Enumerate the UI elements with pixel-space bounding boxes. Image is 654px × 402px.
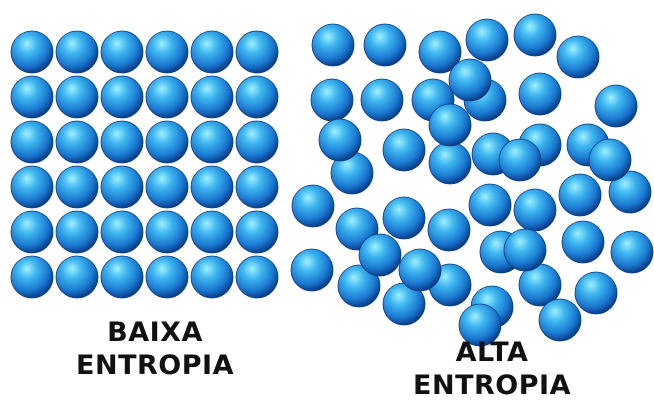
scattered-particle (514, 14, 556, 56)
ordered-particle (146, 31, 188, 73)
scattered-particle (557, 36, 599, 78)
scattered-particle (514, 189, 556, 231)
scattered-particle (562, 221, 604, 263)
ordered-particle (191, 211, 233, 253)
low-entropy-caption-line2: ENTROPIA (40, 349, 270, 382)
scattered-particle (449, 59, 491, 101)
ordered-particle (236, 31, 278, 73)
ordered-particle (191, 166, 233, 208)
scattered-particle (559, 174, 601, 216)
ordered-particle (56, 31, 98, 73)
ordered-particle (191, 31, 233, 73)
scattered-particle (504, 229, 546, 271)
ordered-particle (236, 211, 278, 253)
ordered-particle (11, 76, 53, 118)
scattered-particle (319, 119, 361, 161)
scattered-particle (312, 24, 354, 66)
ordered-particle (56, 256, 98, 298)
scattered-particle (589, 139, 631, 181)
low-entropy-caption: BAIXA ENTROPIA (40, 316, 270, 382)
ordered-particle (11, 211, 53, 253)
scattered-particle (611, 231, 653, 273)
high-entropy-caption-line1: ALTA (372, 336, 612, 369)
ordered-particle (101, 211, 143, 253)
scattered-particle (383, 129, 425, 171)
ordered-particle (101, 31, 143, 73)
scattered-particle (429, 104, 471, 146)
ordered-particle (56, 121, 98, 163)
ordered-particle (191, 76, 233, 118)
scattered-particle (361, 79, 403, 121)
ordered-particle (11, 256, 53, 298)
high-entropy-caption: ALTA ENTROPIA (372, 336, 612, 402)
ordered-particle (11, 121, 53, 163)
ordered-particle (146, 256, 188, 298)
scattered-particle (311, 79, 353, 121)
ordered-particle (191, 256, 233, 298)
ordered-particle (11, 166, 53, 208)
scattered-particle (575, 272, 617, 314)
scattered-particle (292, 185, 334, 227)
ordered-particle (236, 121, 278, 163)
ordered-particle (146, 121, 188, 163)
scattered-particle (466, 19, 508, 61)
ordered-particle (11, 31, 53, 73)
ordered-particle (236, 166, 278, 208)
ordered-particle (191, 121, 233, 163)
ordered-particle (146, 166, 188, 208)
scattered-particle (519, 73, 561, 115)
scattered-particle (595, 85, 637, 127)
low-entropy-particles (11, 31, 278, 298)
scattered-particle (291, 249, 333, 291)
ordered-particle (101, 256, 143, 298)
scattered-particle (428, 209, 470, 251)
ordered-particle (101, 121, 143, 163)
scattered-particle (383, 197, 425, 239)
ordered-particle (101, 166, 143, 208)
ordered-particle (146, 76, 188, 118)
ordered-particle (236, 76, 278, 118)
ordered-particle (146, 211, 188, 253)
ordered-particle (56, 166, 98, 208)
scattered-particle (359, 234, 401, 276)
ordered-particle (101, 76, 143, 118)
ordered-particle (56, 211, 98, 253)
ordered-particle (236, 256, 278, 298)
ordered-particle (56, 76, 98, 118)
low-entropy-caption-line1: BAIXA (40, 316, 270, 349)
scattered-particle (499, 139, 541, 181)
scattered-particle (539, 299, 581, 341)
high-entropy-caption-line2: ENTROPIA (372, 369, 612, 402)
high-entropy-particles (291, 14, 653, 346)
scattered-particle (429, 142, 471, 184)
scattered-particle (364, 24, 406, 66)
scattered-particle (469, 184, 511, 226)
scattered-particle (399, 249, 441, 291)
